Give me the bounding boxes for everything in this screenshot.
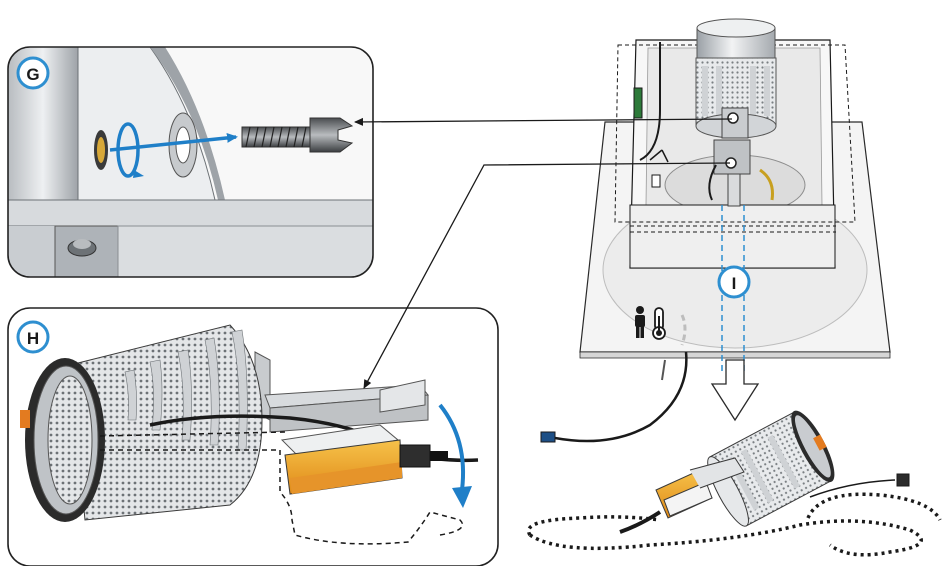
removed-damper-assembly xyxy=(526,410,942,557)
thermometer-icon xyxy=(652,307,666,340)
badge-i: I xyxy=(717,265,751,299)
sensor-cable-dashed xyxy=(680,314,687,346)
badge-g: G xyxy=(16,56,50,90)
sensor-plug xyxy=(540,431,556,443)
insert-arrow xyxy=(109,132,238,152)
screw-icon xyxy=(241,117,354,153)
sensor-cable xyxy=(554,351,688,443)
leader-line-g xyxy=(354,117,733,126)
leader-line-h xyxy=(363,162,731,389)
badge-h-label: H xyxy=(27,329,39,348)
rotate-down-arrow xyxy=(438,403,466,491)
badge-i-label: I xyxy=(732,274,737,293)
cable-loop xyxy=(633,42,669,188)
badge-g-label: G xyxy=(26,65,39,84)
panel-h-frame xyxy=(7,307,499,566)
panel-g: G xyxy=(7,46,374,278)
down-arrow-icon xyxy=(710,359,760,422)
actuator-bracket xyxy=(708,107,774,207)
panel-g-frame xyxy=(7,46,374,278)
person-icon xyxy=(635,306,645,338)
panel-h: H xyxy=(7,307,499,566)
badge-h: H xyxy=(16,320,50,354)
